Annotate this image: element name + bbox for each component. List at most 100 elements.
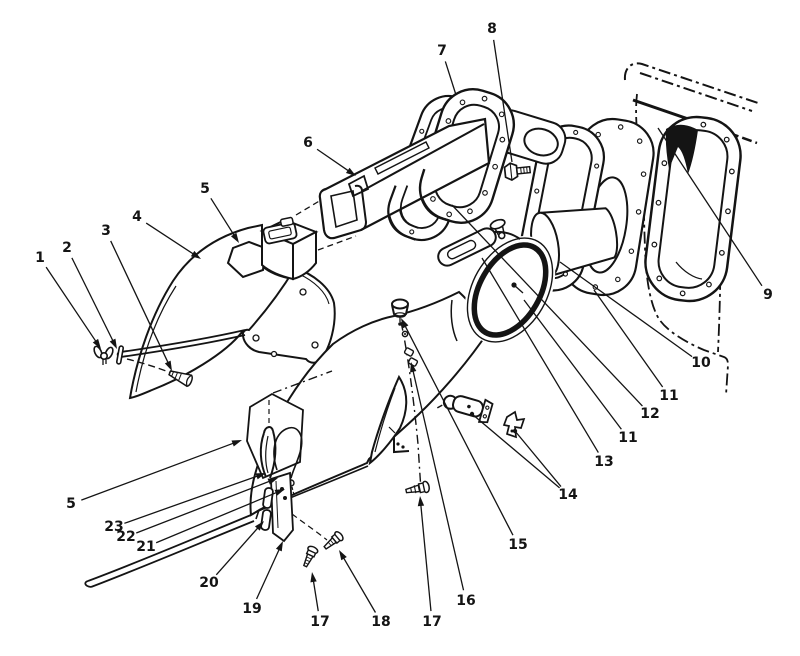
leader-arrowhead (230, 232, 239, 243)
leader-arrowhead (164, 360, 172, 371)
leader-line (71, 257, 115, 344)
leader-line (481, 257, 599, 453)
callout-17-19: 17 (417, 496, 442, 630)
leader-line (81, 441, 236, 501)
callout-2-1: 2 (62, 240, 117, 349)
leader-arrowhead (417, 496, 425, 507)
callout-number: 8 (487, 21, 497, 37)
callout-number: 4 (132, 209, 142, 225)
callout-number: 10 (691, 355, 711, 371)
callout-17-17: 17 (310, 572, 330, 630)
knob (391, 298, 409, 326)
leader-line (124, 474, 260, 524)
chute-lip-edge (87, 514, 252, 582)
chute-neck-right (292, 230, 317, 281)
callout-number: 11 (659, 388, 678, 404)
callout-number: 6 (303, 135, 313, 151)
scraper-rod-group (93, 329, 246, 388)
leader-arrowhead (255, 473, 266, 480)
leader-arrowhead (345, 167, 356, 176)
callout-number: 20 (199, 575, 219, 591)
hex-bolt (503, 162, 532, 182)
screw (302, 545, 319, 568)
leader-arrowhead (190, 250, 201, 259)
upper-chute (128, 216, 336, 400)
callout-number: 19 (242, 601, 261, 617)
leader-dot (469, 411, 475, 417)
port-shading (665, 124, 698, 174)
callout-23-24: 23 (104, 473, 266, 535)
callout-number: 18 (371, 614, 390, 630)
callout-number: 2 (62, 240, 72, 256)
callout-number: 3 (101, 223, 111, 239)
spacer-2 (260, 509, 272, 531)
ring-near-arcs (387, 168, 450, 241)
callout-7-6: 7 (437, 43, 457, 96)
callout-number: 22 (116, 529, 135, 545)
clamp-gasket-assembly (437, 218, 556, 345)
callout-number: 7 (437, 43, 447, 59)
latch-keeper (502, 410, 526, 439)
callout-18-18: 18 (339, 550, 391, 630)
callout-number: 15 (508, 537, 527, 553)
leader-line (523, 299, 622, 430)
leader-line (514, 430, 562, 487)
leader-arrowhead (339, 550, 347, 561)
callout-number: 9 (763, 287, 773, 303)
washer (115, 345, 125, 365)
callout-number: 21 (136, 539, 155, 555)
callout-14-14: 14 (469, 411, 578, 503)
leader-line (341, 555, 377, 613)
callout-22-23: 22 (116, 478, 278, 545)
callout-number: 5 (66, 496, 76, 512)
callout-number: 11 (618, 430, 637, 446)
leader-line (403, 323, 514, 536)
leader-line (316, 148, 351, 173)
callout-4-3: 4 (132, 209, 201, 259)
callout-1-0: 1 (35, 250, 101, 349)
leader-line (492, 39, 513, 163)
face-nut (403, 347, 415, 357)
leader-line (136, 479, 272, 534)
callout-15-15: 15 (401, 318, 528, 553)
leader-line (145, 222, 196, 256)
leader-line (110, 240, 170, 365)
leader-line (312, 578, 319, 612)
leader-line (45, 266, 98, 344)
chute-fin (368, 374, 408, 466)
draw-latch (436, 394, 526, 439)
neck-latch (262, 216, 298, 245)
callout-21-22: 21 (136, 489, 285, 555)
leader-arrowhead (274, 489, 285, 496)
wing-nut (93, 345, 114, 365)
leader-line (215, 525, 260, 576)
callout-19-20: 19 (242, 541, 283, 617)
flat-screw (168, 370, 193, 388)
leader-dot (512, 428, 518, 434)
callout-12-11: 12 (451, 204, 660, 422)
callout-number: 1 (35, 250, 45, 266)
callout-5-25: 5 (66, 440, 242, 512)
callout-5-4: 5 (200, 181, 239, 243)
leader-line (451, 204, 643, 407)
callout-11-12: 11 (523, 299, 638, 446)
callout-number: 5 (200, 181, 210, 197)
screw-2 (323, 531, 344, 550)
callout-3-2: 3 (101, 223, 172, 371)
leader-arrowhead (310, 572, 317, 583)
leader-arrowhead (92, 338, 101, 349)
leader-line (210, 197, 236, 238)
screw-3 (405, 480, 430, 494)
clamp-handle (437, 227, 497, 267)
leader-line (420, 502, 432, 612)
body-port-flange (644, 115, 742, 303)
leader-line (657, 127, 763, 287)
callout-number: 14 (558, 487, 578, 503)
leader-line (155, 491, 279, 544)
callout-10-9: 10 (559, 261, 711, 371)
chute-flange (241, 266, 336, 364)
leader-arrowhead (109, 338, 117, 349)
callout-number: 16 (456, 593, 475, 609)
